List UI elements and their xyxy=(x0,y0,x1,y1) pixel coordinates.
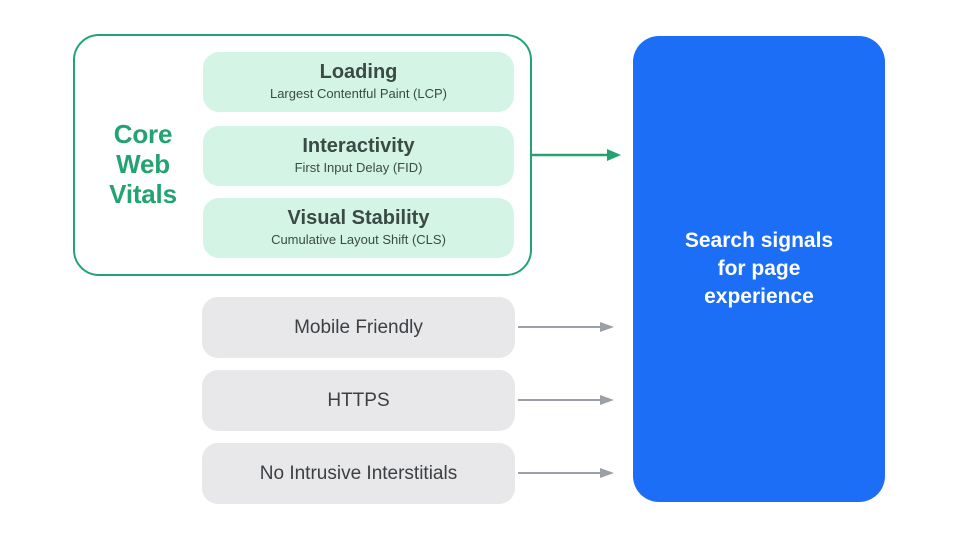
signal-card-https: HTTPS xyxy=(202,370,515,431)
arrow-https-to-search-signals xyxy=(518,395,614,405)
arrow-mobile-friendly-to-search-signals xyxy=(518,322,614,332)
core-web-vitals-label-line: Core xyxy=(113,119,173,149)
core-web-vitals-label-line: Vitals xyxy=(109,179,177,209)
metric-subtitle: Largest Contentful Paint (LCP) xyxy=(269,86,448,101)
signal-label: No Intrusive Interstitials xyxy=(259,462,458,484)
search-signals-label-line: Search signals xyxy=(684,229,834,252)
search-signals-box: Search signals for page experience xyxy=(633,36,885,502)
search-signals-label: Search signals for page experience xyxy=(685,227,833,311)
metric-card-visual-stability: Visual Stability Cumulative Layout Shift… xyxy=(203,198,514,258)
metric-subtitle: Cumulative Layout Shift (CLS) xyxy=(271,232,446,247)
signal-label: Mobile Friendly xyxy=(294,316,423,338)
signal-card-no-intrusive-interstitials: No Intrusive Interstitials xyxy=(202,443,515,504)
metric-title: Visual Stability xyxy=(287,207,430,229)
metric-card-interactivity: Interactivity First Input Delay (FID) xyxy=(203,126,514,186)
signal-card-mobile-friendly: Mobile Friendly xyxy=(202,297,515,358)
search-signals-label-line: for page xyxy=(717,257,801,280)
metric-subtitle: First Input Delay (FID) xyxy=(294,160,423,175)
metric-card-loading: Loading Largest Contentful Paint (LCP) xyxy=(203,52,514,112)
metric-title: Interactivity xyxy=(302,135,415,157)
signal-label: HTTPS xyxy=(327,389,390,411)
search-signals-label-line: experience xyxy=(704,285,814,308)
core-web-vitals-label: Core Web Vitals xyxy=(77,119,209,209)
arrow-core-web-vitals-to-search-signals xyxy=(531,149,621,161)
core-web-vitals-label-line: Web xyxy=(116,149,170,179)
metric-title: Loading xyxy=(319,61,398,83)
arrow-no-intrusive-interstitials-to-search-signals xyxy=(518,468,614,478)
